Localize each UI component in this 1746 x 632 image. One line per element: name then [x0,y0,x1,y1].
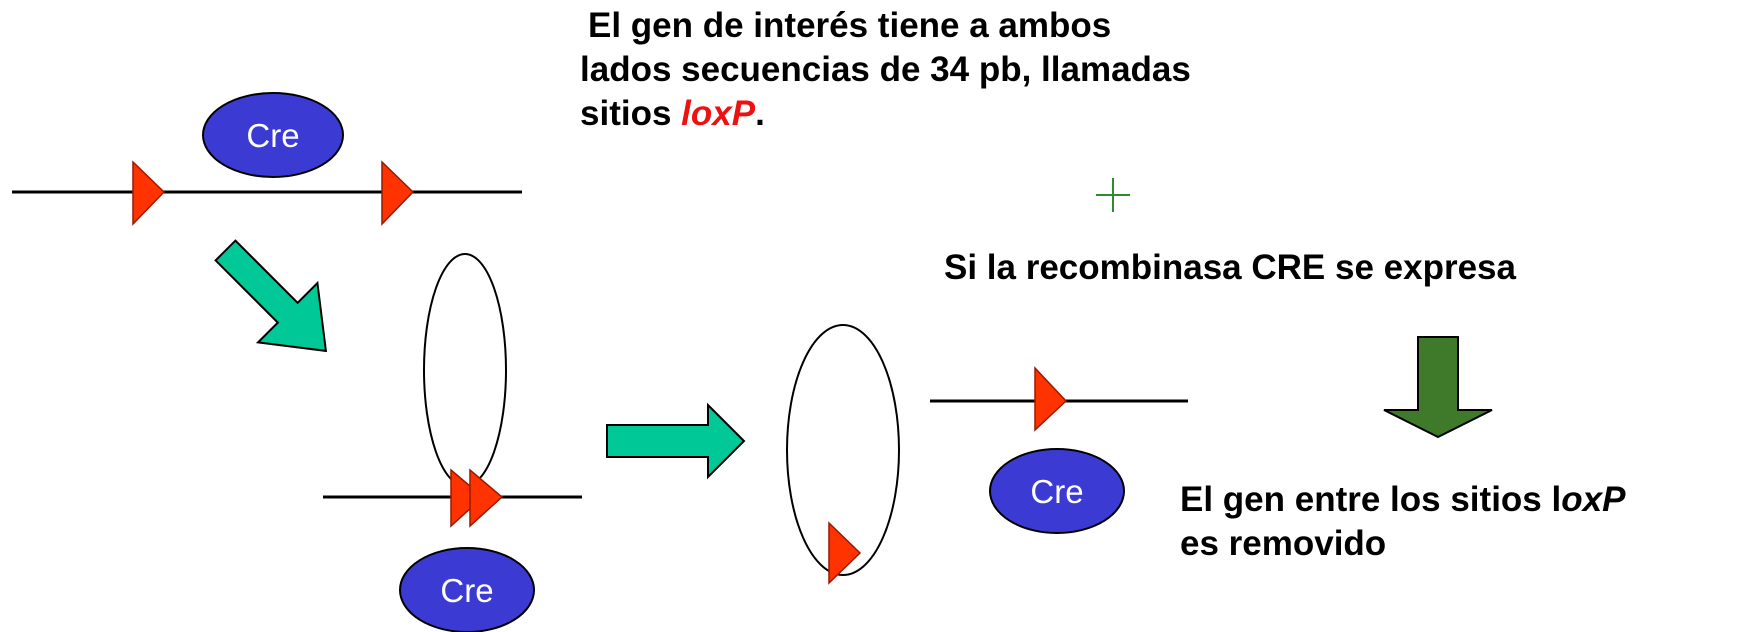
step3-group: Cre [786,324,1188,585]
description-line-1: El gen de interés tiene a ambos [588,6,1112,45]
loxp-site-paired-1 [450,468,485,528]
result-loxp: oxP [1561,480,1626,519]
description-line-2: lados secuencias de 34 pb, llamadas [580,50,1191,89]
plus-icon: + [1094,176,1132,214]
step2-group: Cre [323,253,582,632]
cre-enzyme-top: Cre [202,92,344,178]
description-line-3-prefix: sitios [580,94,682,133]
excised-dna-circle [786,324,900,576]
description-line-3-suffix: . [755,94,765,133]
dna-loop-forming [423,253,507,487]
cre-label-bottom: Cre [440,572,493,609]
diagonal-arrow [214,239,328,353]
result-text: El gen entre los sitios loxP es removido [1180,478,1625,566]
loxp-site-right [381,160,415,226]
loxp-highlight: loxP [681,94,756,133]
loxp-site-paired-2 [469,468,504,528]
down-arrow [1383,336,1493,439]
horizontal-arrow [606,402,746,480]
loxp-site-final [1034,366,1068,432]
loxp-site-left [132,160,166,226]
description-text: El gen de interés tiene a ambos lados se… [580,4,1191,136]
condition-text: Si la recombinasa CRE se expresa [944,248,1516,287]
result-line-1-prefix: El gen entre los sitios l [1180,480,1562,519]
cre-label-top: Cre [246,117,299,154]
result-line-2: es removido [1180,524,1387,563]
step1-group: Cre [12,92,522,226]
cre-label-right: Cre [1030,473,1083,510]
cre-enzyme-bottom: Cre [399,547,535,632]
cre-enzyme-right: Cre [989,448,1125,534]
loxp-site-circle [828,521,862,585]
